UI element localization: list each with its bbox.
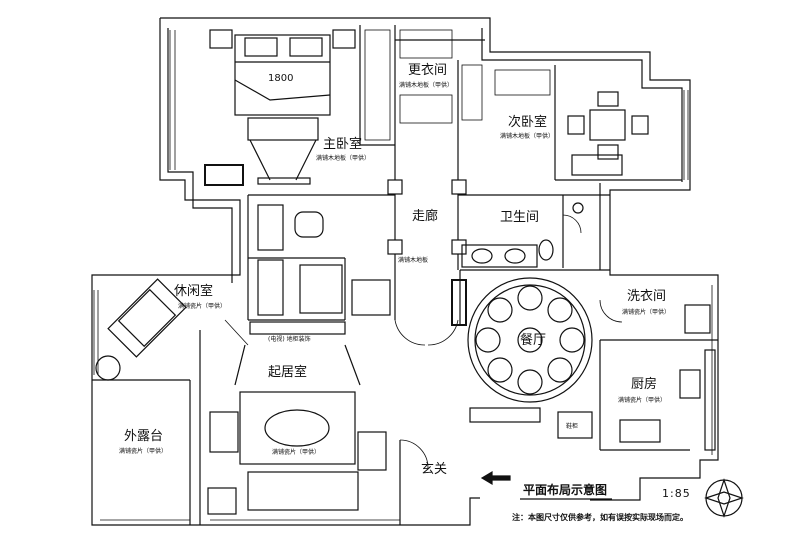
bathroom-fixtures [451, 202, 584, 326]
living-room-furniture [207, 321, 387, 515]
room-label-leisure-room: 休闲室 [174, 284, 214, 299]
shoe-cabinet-label: 鞋柜 [566, 423, 579, 430]
floor-note-walkin-closet: 满铺木地板（甲供） [399, 82, 454, 89]
room-label-laundry: 洗衣间 [627, 289, 667, 304]
room-label-entrance: 玄关 [421, 462, 448, 477]
tv-cabinet-label: (电视) 地柜装饰 [268, 336, 311, 343]
room-label-kitchen: 厨房 [631, 377, 658, 392]
room-label-living-room: 起居室 [268, 365, 308, 380]
plan-title: 平面布局示意图 [523, 483, 608, 497]
room-label-second-bedroom: 次卧室 [508, 115, 548, 130]
floor-note-second-bedroom: 满铺木地板（甲供） [500, 133, 555, 140]
floor-note-hallway: 满铺木地板 [398, 257, 429, 264]
floor-note-kitchen: 满铺瓷片（甲供） [618, 397, 667, 404]
room-label-dining: 餐厅 [520, 333, 547, 348]
closet-shelves [364, 29, 551, 141]
leisure-table [95, 278, 187, 381]
dining-table [467, 277, 593, 439]
floor-note-living-room: 满铺瓷片（甲供） [272, 449, 321, 456]
floor-note-laundry: 满铺瓷片（甲供） [622, 309, 671, 316]
second-bedroom-table [567, 91, 649, 176]
plan-scale: 1:85 [662, 487, 691, 500]
kitchen-fixtures [619, 304, 716, 451]
study-furniture [257, 204, 391, 316]
room-label-hallway: 走廊 [412, 209, 439, 224]
floor-note-leisure-room: 满铺瓷片（甲供） [178, 303, 227, 310]
bed-size-label: 1800 [268, 73, 294, 84]
outer-walls [91, 17, 719, 526]
room-label-walkin-closet: 更衣间 [408, 63, 448, 78]
floor-note-balcony: 满铺瓷片（甲供） [119, 448, 168, 455]
room-label-balcony: 外露台 [124, 429, 164, 444]
floor-note-master-bedroom: 满铺木地板（甲供） [316, 155, 371, 162]
plan-disclaimer: 注：本图尺寸仅供参考，如有误按实际现场而定。 [512, 513, 688, 522]
master-bed [209, 29, 356, 116]
interior-walls [92, 25, 718, 525]
master-tv [204, 117, 319, 186]
room-label-master-bedroom: 主卧室 [323, 137, 363, 152]
compass-rose [704, 478, 744, 518]
room-label-bathroom: 卫生间 [500, 210, 540, 225]
title-arrow [480, 470, 612, 500]
